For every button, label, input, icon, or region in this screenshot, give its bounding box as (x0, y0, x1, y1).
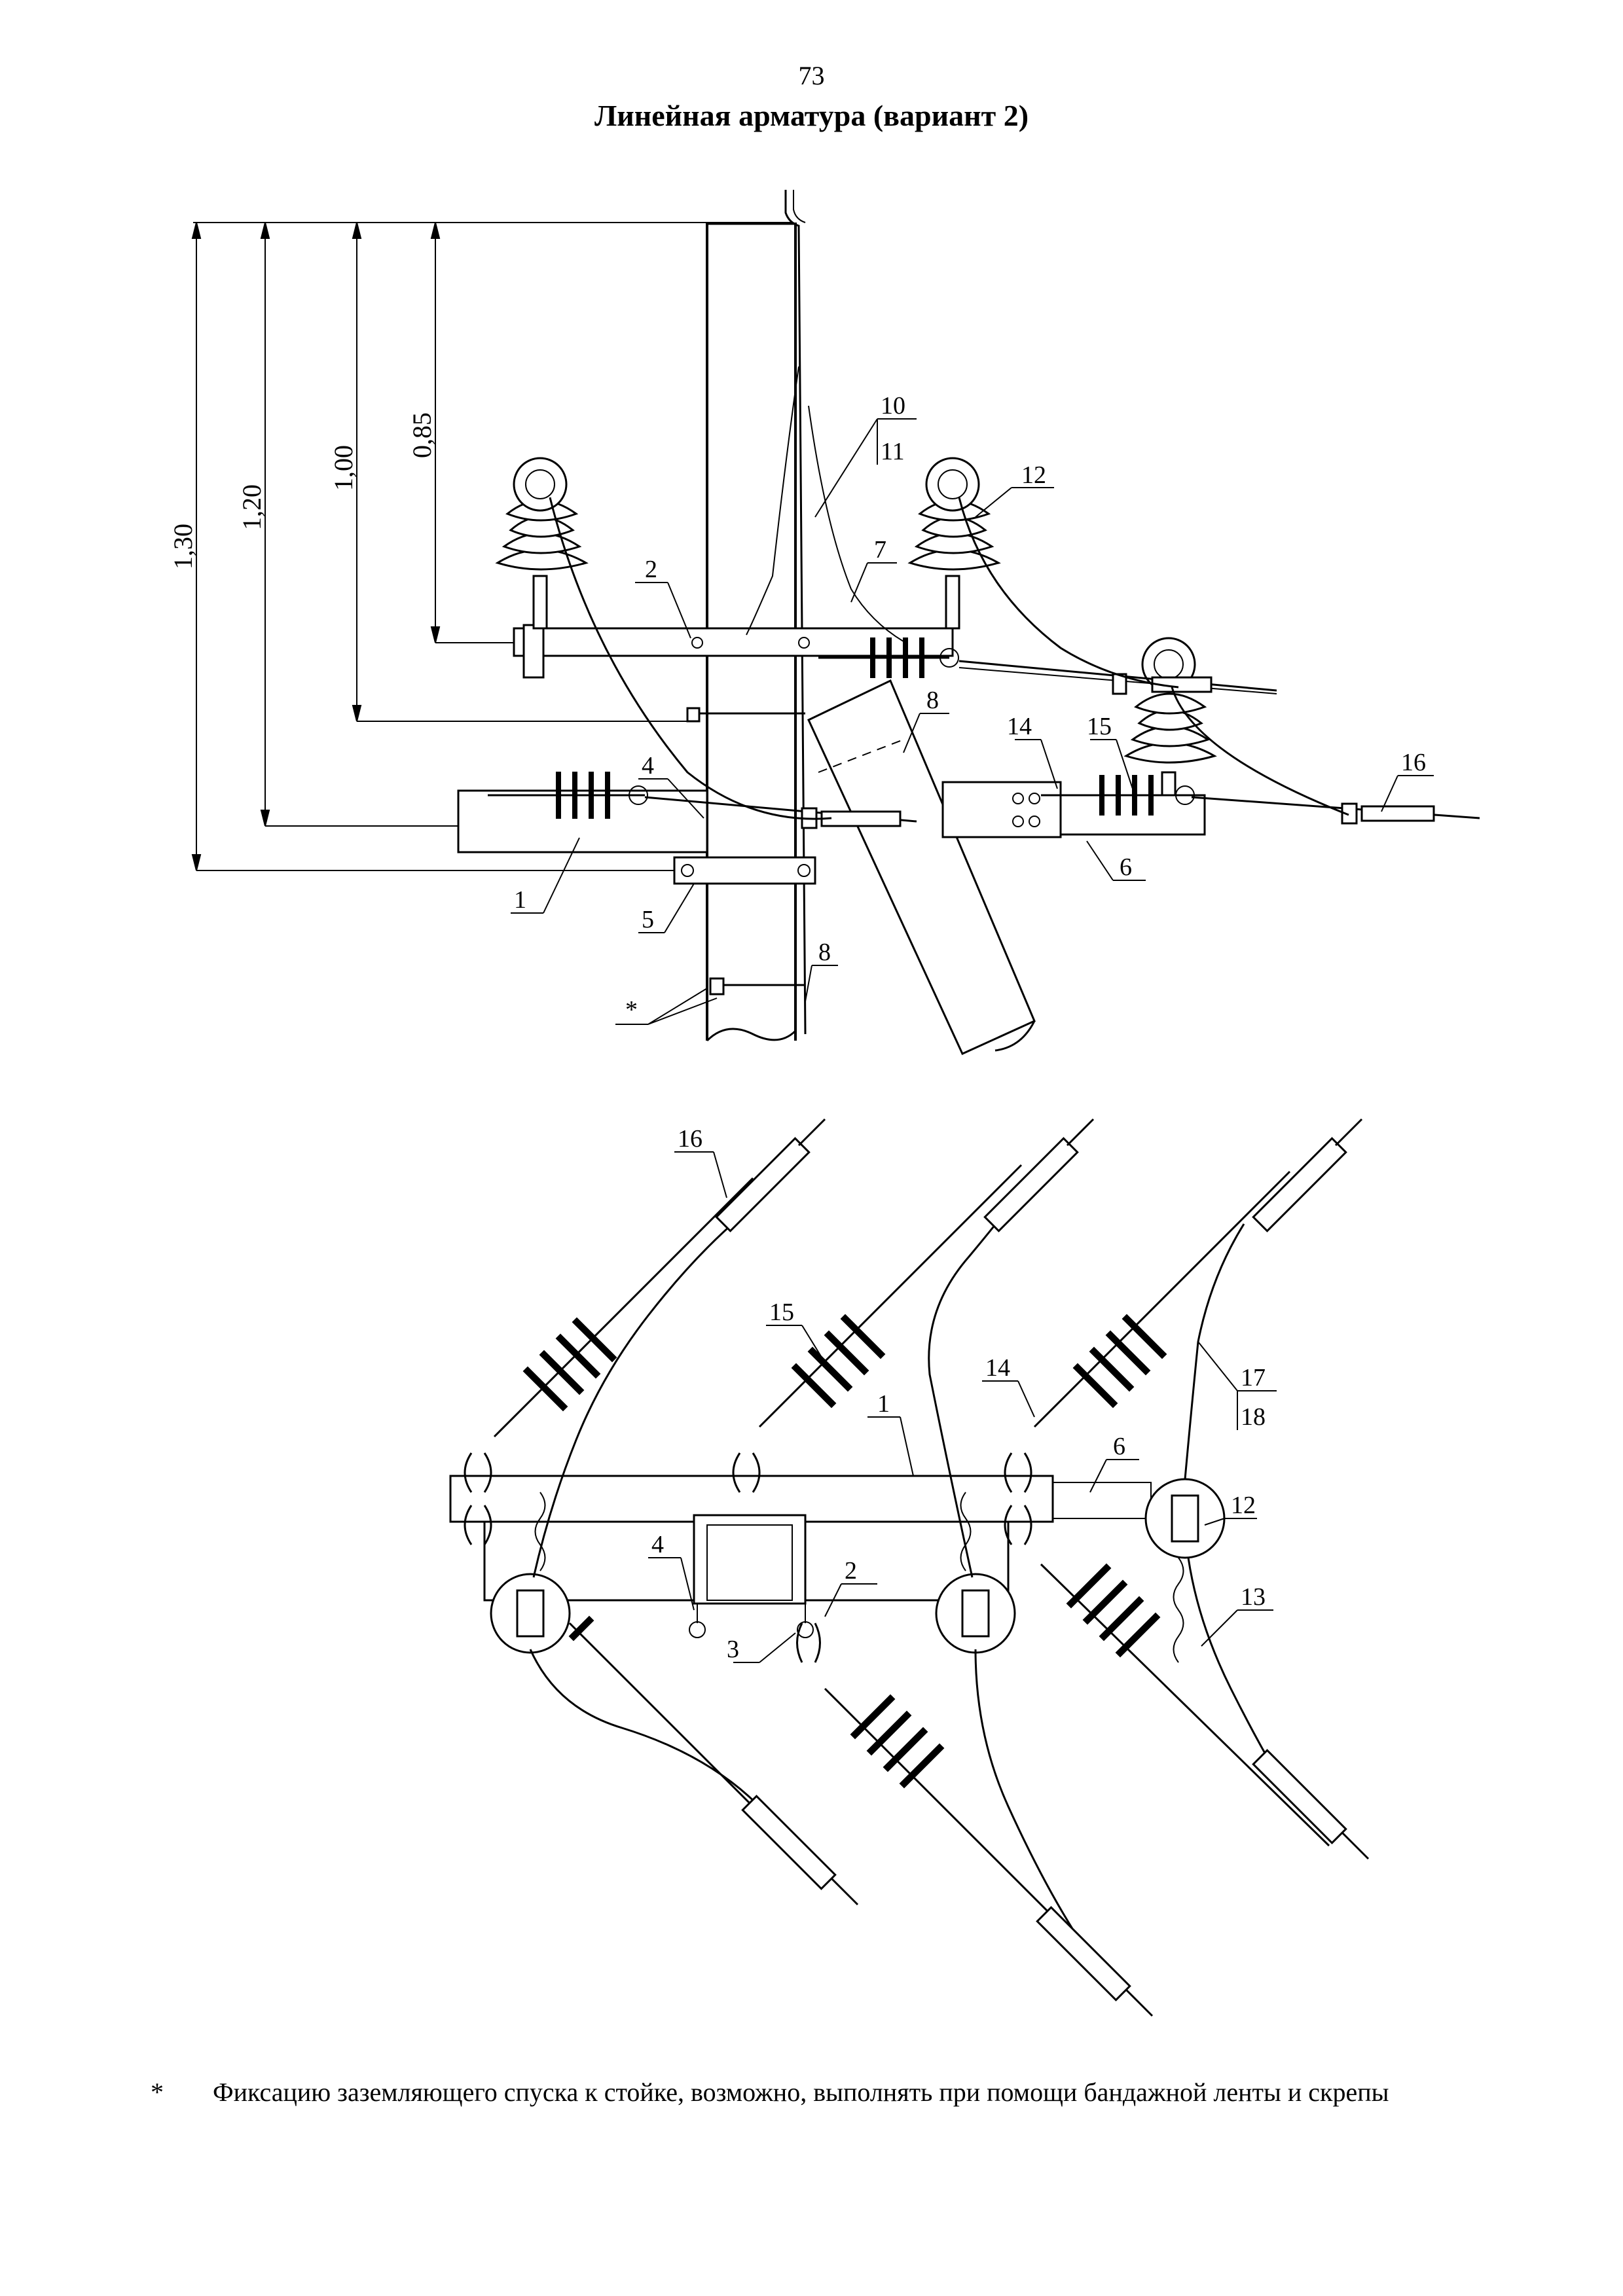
callout-side-12: 12 (1021, 461, 1046, 489)
brace-strut (807, 679, 1036, 1055)
callout-side-8-lower: 8 (818, 939, 831, 966)
dimension-1-20: 1,20 (237, 484, 266, 530)
top-shackles (464, 1452, 1032, 1663)
callout-side-4: 4 (642, 752, 654, 780)
callout-side-11: 11 (881, 438, 905, 465)
callout-side-8-upper: 8 (926, 687, 939, 714)
top-insulator-discs (522, 1314, 1167, 1789)
page-number: 73 (798, 61, 825, 90)
side-leader-lines (511, 418, 1434, 1025)
callout-side-14: 14 (1007, 713, 1032, 740)
callout-top-1: 1 (877, 1390, 890, 1418)
callout-top-6: 6 (1113, 1433, 1125, 1460)
footnote-text: Фиксацию заземляющего спуска к стойке, в… (213, 2077, 1389, 2107)
callout-top-2: 2 (845, 1557, 857, 1585)
dimension-1-30: 1,30 (168, 524, 198, 569)
callout-side-star: * (625, 996, 638, 1024)
callout-top-13: 13 (1241, 1583, 1266, 1611)
side-conductors (549, 366, 1480, 829)
callout-top-4: 4 (651, 1531, 664, 1558)
callout-side-2: 2 (645, 556, 657, 583)
callout-top-16: 16 (678, 1125, 702, 1153)
strain-insulator-left (488, 772, 648, 819)
callout-top-12: 12 (1231, 1492, 1256, 1519)
dimension-lines (191, 222, 792, 871)
side-view: 1,30 1,20 1,00 0,85 (168, 190, 1480, 1055)
footnote: * Фиксацию заземляющего спуска к стойке, … (151, 2073, 1447, 2111)
callout-top-15: 15 (769, 1299, 794, 1326)
lower-crossarm (457, 781, 1206, 853)
callout-side-15: 15 (1087, 713, 1112, 740)
dimension-0-85: 0,85 (407, 412, 437, 458)
strain-insulator-right (1041, 775, 1195, 816)
callout-side-5: 5 (642, 906, 654, 933)
callout-top-18: 18 (1241, 1403, 1266, 1431)
dimension-1-00: 1,00 (329, 445, 358, 491)
pin-insulator-left (495, 457, 589, 630)
footnote-marker: * (151, 2077, 164, 2107)
pole-clamp (673, 856, 816, 885)
page-title: Линейная арматура (вариант 2) (594, 99, 1029, 132)
callout-top-17: 17 (1241, 1364, 1266, 1391)
callout-side-1: 1 (514, 886, 526, 914)
top-leader-lines (648, 1151, 1277, 1663)
callout-side-10: 10 (881, 392, 905, 420)
callout-side-6: 6 (1120, 853, 1132, 881)
callout-side-16: 16 (1401, 749, 1426, 776)
pin-insulator-center (907, 457, 1001, 630)
top-crossarms (449, 1475, 1152, 1638)
callout-top-14: 14 (985, 1354, 1010, 1382)
upper-crossarm (513, 624, 954, 679)
callout-top-3: 3 (727, 1636, 739, 1663)
ground-lead (784, 190, 807, 1035)
strain-insulator-upper (818, 637, 959, 678)
top-view: 16 15 14 1 6 17 18 12 4 2 3 13 (449, 1118, 1370, 2017)
callout-side-7: 7 (874, 536, 886, 564)
top-end-clamps (715, 1118, 1370, 2017)
